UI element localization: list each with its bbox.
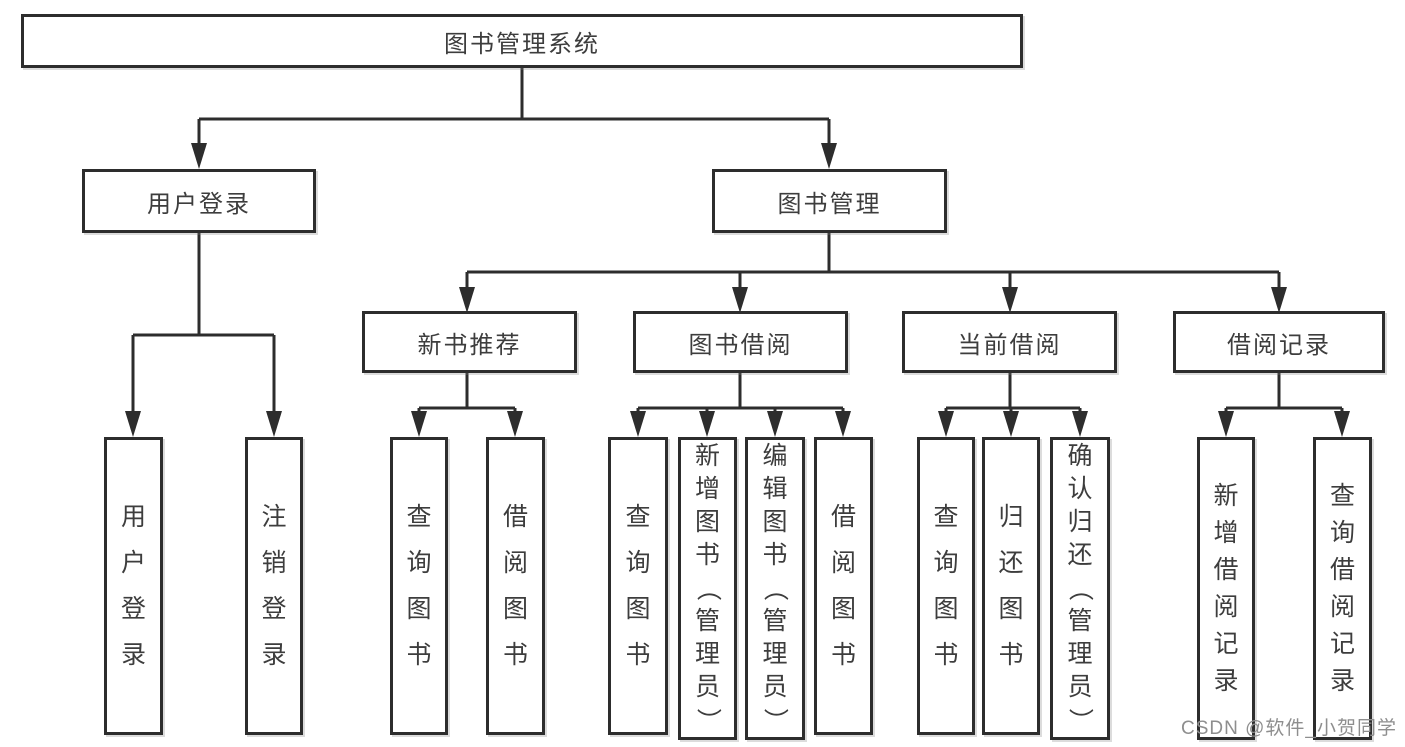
node-user-login-label: 用户登录 xyxy=(147,190,251,218)
node-leaf-user-login-label: 用户登录 xyxy=(120,503,146,669)
node-cb-query-books: 查询图书 xyxy=(917,437,975,735)
node-new-book-rec: 新书推荐 xyxy=(362,311,577,373)
arrowhead-icon xyxy=(266,411,282,437)
arrowhead-icon xyxy=(411,411,427,437)
csdn-watermark: CSDN @软件_小贺同学 xyxy=(1181,718,1397,739)
node-leaf-logout-label: 注销登录 xyxy=(261,503,287,669)
node-bb-query-books-label: 查询图书 xyxy=(625,503,651,669)
node-bb-add-books-label: 新增图书（管理员） xyxy=(693,442,722,734)
node-rec-borrow-books-label: 借阅图书 xyxy=(502,503,528,669)
node-book-mgmt: 图书管理 xyxy=(712,169,947,233)
node-new-book-rec-label: 新书推荐 xyxy=(417,331,522,359)
node-borrow-records: 借阅记录 xyxy=(1173,311,1385,373)
arrowhead-icon xyxy=(835,411,851,437)
arrowhead-icon xyxy=(459,287,475,313)
node-user-login: 用户登录 xyxy=(82,169,316,233)
node-current-borrow: 当前借阅 xyxy=(902,311,1117,373)
arrowhead-icon xyxy=(507,411,523,437)
arrowhead-icon xyxy=(1072,411,1088,437)
node-cb-confirm-return: 确认归还（管理员） xyxy=(1050,437,1110,740)
node-borrow-records-label: 借阅记录 xyxy=(1227,331,1331,359)
node-cb-confirm-return-label: 确认归还（管理员） xyxy=(1066,442,1095,734)
arrowhead-icon xyxy=(630,411,646,437)
node-book-borrow: 图书借阅 xyxy=(633,311,848,373)
node-br-add-record-label: 新增借阅记录 xyxy=(1213,481,1239,695)
node-leaf-logout: 注销登录 xyxy=(245,437,303,735)
node-leaf-user-login: 用户登录 xyxy=(104,437,163,735)
node-bb-borrow-books-label: 借阅图书 xyxy=(830,503,856,669)
node-cb-query-books-label: 查询图书 xyxy=(933,503,959,669)
arrowhead-icon xyxy=(699,411,715,437)
node-rec-query-books-label: 查询图书 xyxy=(406,503,432,669)
arrowhead-icon xyxy=(767,411,783,437)
arrowhead-icon xyxy=(1003,411,1019,437)
node-br-query-record-label: 查询借阅记录 xyxy=(1329,481,1355,695)
node-br-query-record: 查询借阅记录 xyxy=(1313,437,1372,740)
node-book-borrow-label: 图书借阅 xyxy=(688,331,793,359)
node-bb-edit-books-label: 编辑图书（管理员） xyxy=(761,442,790,734)
node-bb-edit-books: 编辑图书（管理员） xyxy=(745,437,805,740)
arrowhead-icon xyxy=(1218,411,1234,437)
arrowhead-icon xyxy=(938,411,954,437)
node-current-borrow-label: 当前借阅 xyxy=(957,331,1062,359)
arrowhead-icon xyxy=(1271,287,1287,313)
node-bb-borrow-books: 借阅图书 xyxy=(814,437,873,735)
arrowhead-icon xyxy=(732,287,748,313)
node-root: 图书管理系统 xyxy=(21,14,1023,68)
node-cb-return-books-label: 归还图书 xyxy=(998,503,1024,669)
node-cb-return-books: 归还图书 xyxy=(982,437,1040,735)
node-br-add-record: 新增借阅记录 xyxy=(1197,437,1255,740)
arrowhead-icon xyxy=(1002,287,1018,313)
arrowhead-icon xyxy=(125,411,141,437)
arrowhead-icon xyxy=(821,143,837,169)
arrowhead-icon xyxy=(191,143,207,169)
node-rec-query-books: 查询图书 xyxy=(390,437,448,735)
node-book-mgmt-label: 图书管理 xyxy=(777,190,882,218)
node-bb-query-books: 查询图书 xyxy=(608,437,668,735)
arrowhead-icon xyxy=(1334,411,1350,437)
node-root-label: 图书管理系统 xyxy=(444,30,600,58)
node-rec-borrow-books: 借阅图书 xyxy=(486,437,545,735)
node-bb-add-books: 新增图书（管理员） xyxy=(678,437,737,740)
